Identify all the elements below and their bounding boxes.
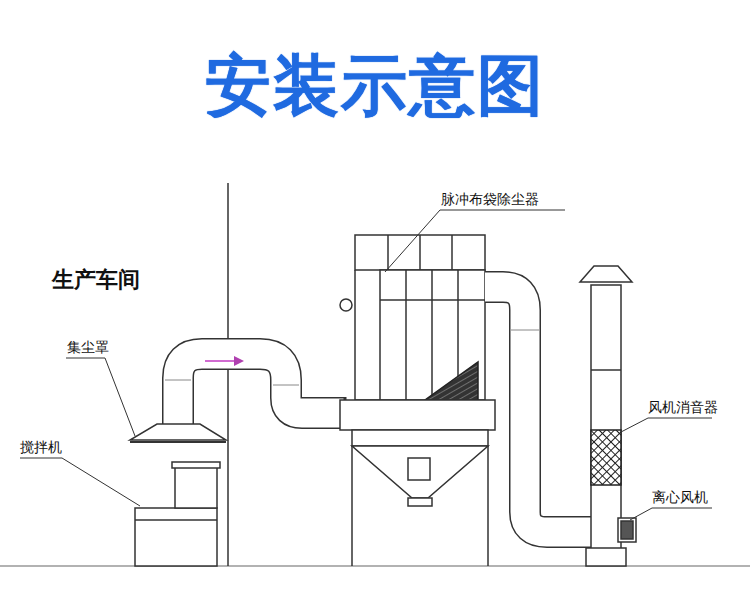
part-label: 脉冲布袋除尘器 bbox=[441, 192, 539, 207]
part-label: 离心风机 bbox=[652, 490, 708, 505]
centrifugal-fan bbox=[618, 518, 636, 542]
ground-line bbox=[0, 565, 750, 567]
mixer bbox=[135, 462, 220, 566]
diagram-title: 安装示意图 bbox=[205, 50, 545, 123]
part-label: 集尘罩 bbox=[67, 340, 109, 355]
pulse-bag-filter bbox=[340, 235, 495, 566]
leader-line bbox=[20, 210, 712, 520]
inlet-duct bbox=[165, 354, 345, 429]
part-label: 风机消音器 bbox=[648, 400, 718, 415]
flow-arrow bbox=[205, 356, 244, 366]
dust-hood bbox=[130, 424, 226, 440]
fan-silencer bbox=[591, 430, 621, 485]
workshop-wall bbox=[227, 183, 229, 566]
outlet-duct bbox=[485, 287, 592, 532]
exhaust-stack bbox=[580, 266, 632, 566]
part-label: 搅拌机 bbox=[20, 440, 62, 455]
area-label: 生产车间 bbox=[52, 268, 140, 292]
